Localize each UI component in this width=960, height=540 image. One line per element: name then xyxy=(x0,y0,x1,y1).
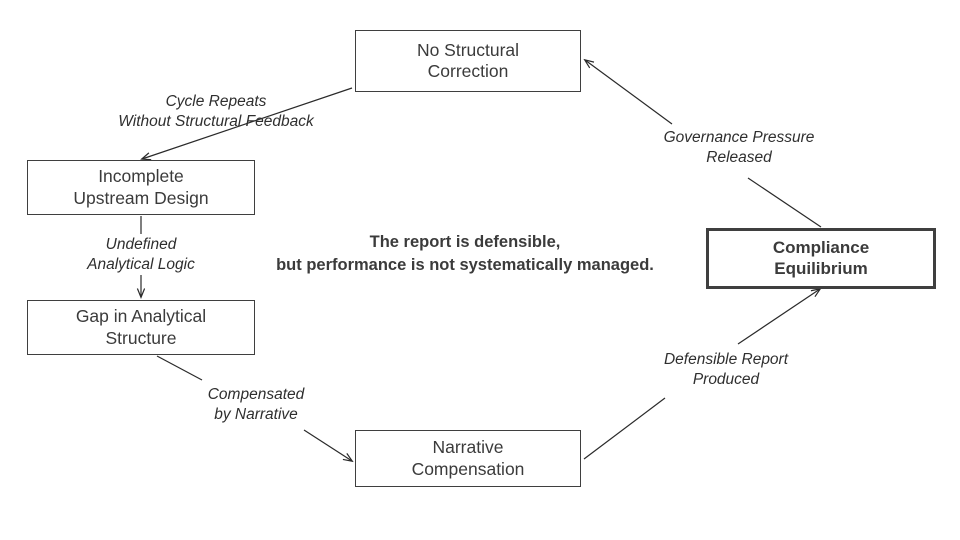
edge-narrative-to-compliance-seg1 xyxy=(583,397,666,460)
edge-label-compensated-by-narrative: Compensated by Narrative xyxy=(207,386,305,424)
node-no-structural-correction[interactable]: No Structural Correction xyxy=(355,30,581,92)
edge-gap-to-narrative-seg1 xyxy=(156,355,203,381)
node-compliance-equilibrium[interactable]: Compliance Equilibrium xyxy=(706,228,936,289)
node-incomplete-upstream-design[interactable]: Incomplete Upstream Design xyxy=(27,160,255,215)
edge-label-defensible-report: Defensible Report Produced xyxy=(663,351,789,389)
edge-compliance-to-correction-seg2 xyxy=(583,58,673,125)
center-note: The report is defensible, but performanc… xyxy=(276,233,654,274)
edge-label-undefined-analytical-logic: Undefined Analytical Logic xyxy=(87,236,195,274)
edge-label-governance-pressure: Governance Pressure Released xyxy=(663,129,815,167)
edge-compliance-to-correction-seg1 xyxy=(747,177,822,228)
edge-narrative-to-compliance-seg2 xyxy=(737,287,822,345)
node-narrative-compensation[interactable]: Narrative Compensation xyxy=(355,430,581,487)
edge-gap-to-narrative-seg2 xyxy=(303,429,354,463)
edge-label-cycle-repeats: Cycle Repeats Without Structural Feedbac… xyxy=(118,93,314,131)
node-gap-in-analytical-structure[interactable]: Gap in Analytical Structure xyxy=(27,300,255,355)
